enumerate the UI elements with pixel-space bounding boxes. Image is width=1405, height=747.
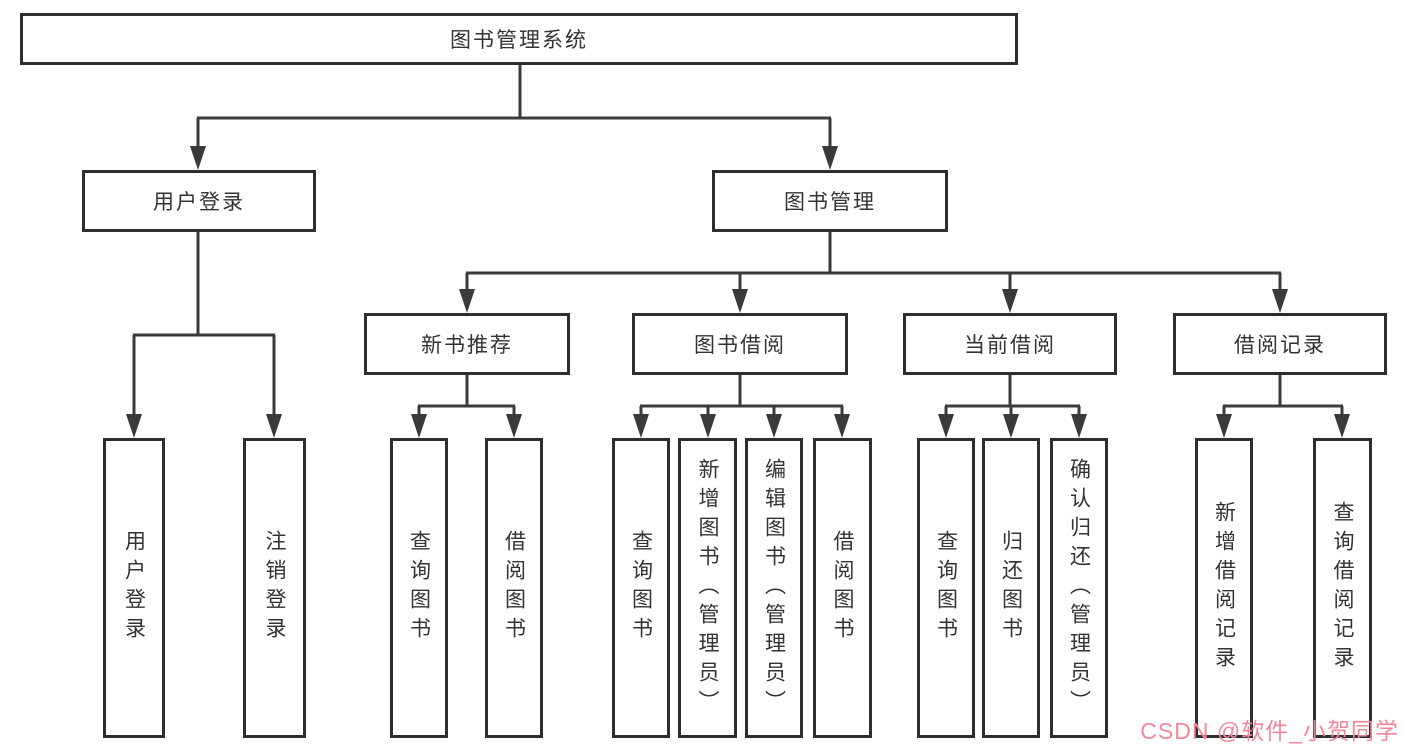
leaf-edit-books-admin: 编辑图书（管理员） <box>745 438 803 738</box>
leaf-query-borrow-record: 查询借阅记录 <box>1313 438 1372 738</box>
leaf-add-borrow-record: 新增借阅记录 <box>1195 438 1253 738</box>
leaf-label: 查询图书 <box>934 530 958 646</box>
leaf-label: 查询图书 <box>629 530 653 646</box>
leaf-query-books-recommend: 查询图书 <box>390 438 448 738</box>
node-label: 图书管理 <box>784 191 876 214</box>
node-borrow-records: 借阅记录 <box>1173 313 1387 375</box>
node-label: 当前借阅 <box>964 334 1056 357</box>
leaf-label: 新增借阅记录 <box>1212 501 1236 675</box>
node-label: 图书管理系统 <box>450 29 588 52</box>
leaf-query-books-borrow: 查询图书 <box>612 438 670 738</box>
node-user-login: 用户登录 <box>82 170 316 232</box>
csdn-watermark: CSDN @软件_小贺同学 <box>1140 718 1399 744</box>
node-current-borrow: 当前借阅 <box>903 313 1117 375</box>
node-label: 新书推荐 <box>421 334 513 357</box>
leaf-label: 注销登录 <box>263 530 286 646</box>
leaf-label: 用户登录 <box>122 530 146 646</box>
node-root-library-system: 图书管理系统 <box>20 13 1018 65</box>
leaf-return-books: 归还图书 <box>982 438 1040 738</box>
leaf-borrow-books: 借阅图书 <box>813 438 872 738</box>
node-label: 用户登录 <box>153 191 245 214</box>
leaf-label: 查询借阅记录 <box>1331 501 1354 675</box>
node-label: 图书借阅 <box>694 334 786 357</box>
node-label: 借阅记录 <box>1234 334 1326 357</box>
node-new-book-recommend: 新书推荐 <box>364 313 570 375</box>
leaf-label: 新增图书（管理员） <box>696 457 719 719</box>
leaf-label: 确认归还（管理员） <box>1067 457 1091 719</box>
leaf-label: 归还图书 <box>999 530 1023 646</box>
leaf-label: 编辑图书（管理员） <box>762 457 786 719</box>
leaf-confirm-return-admin: 确认归还（管理员） <box>1050 438 1108 738</box>
node-book-management: 图书管理 <box>712 170 948 232</box>
leaf-query-books-current: 查询图书 <box>917 438 975 738</box>
leaf-label: 借阅图书 <box>502 530 526 646</box>
leaf-label: 查询图书 <box>407 530 431 646</box>
leaf-logout: 注销登录 <box>243 438 306 738</box>
leaf-borrow-books-recommend: 借阅图书 <box>485 438 543 738</box>
leaf-add-books-admin: 新增图书（管理员） <box>678 438 737 738</box>
leaf-user-login: 用户登录 <box>103 438 165 738</box>
leaf-label: 借阅图书 <box>831 530 854 646</box>
node-book-borrow: 图书借阅 <box>632 313 848 375</box>
